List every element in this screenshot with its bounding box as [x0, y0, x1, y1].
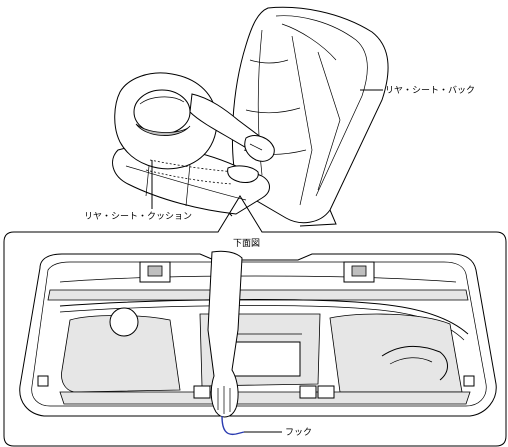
seat-back-label: リヤ・シート・バック [385, 85, 475, 96]
clip-right [343, 261, 375, 283]
technician-figure [114, 72, 275, 185]
hook-icon [221, 415, 245, 436]
hook-callout: フック [221, 415, 312, 438]
clip-left [139, 261, 171, 283]
hand-under-cushion [207, 250, 243, 418]
seat-cushion-callout: リヤ・シート・クッション [84, 160, 192, 222]
bottom-view-label: 下面図 [233, 238, 260, 249]
seat-back-callout: リヤ・シート・バック [360, 85, 475, 96]
bottom-view-frame: 下面図 [3, 195, 507, 447]
hook-label: フック [285, 427, 312, 438]
cushion-underside [19, 253, 497, 417]
seat-cushion-label: リヤ・シート・クッション [84, 211, 192, 222]
